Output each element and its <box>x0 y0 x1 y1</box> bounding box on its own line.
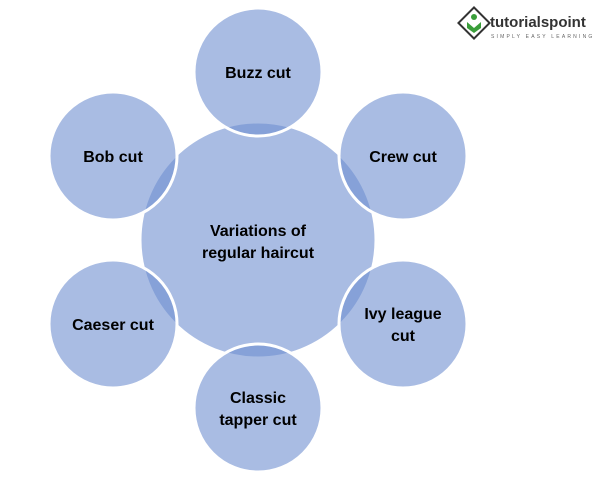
logo-name: tutorialspoint <box>490 14 586 31</box>
node-label: Crew cut <box>369 149 437 166</box>
logo-icon <box>457 6 491 40</box>
node-circle <box>337 258 469 390</box>
node-label: cut <box>391 328 416 345</box>
center-label-line2: regular haircut <box>202 245 315 262</box>
node-circle <box>192 342 324 474</box>
node-circle <box>337 90 469 222</box>
center-label-line1: Variations of <box>210 223 307 240</box>
node-label: Buzz cut <box>225 65 291 82</box>
node-label: tapper cut <box>219 412 297 429</box>
node-circle <box>192 6 324 138</box>
node-circle <box>47 258 179 390</box>
node-label: Ivy league <box>364 306 441 323</box>
node-circle <box>47 90 179 222</box>
node-label: Classic <box>230 390 286 407</box>
logo: tutorialspoint SIMPLY EASY LEARNING <box>457 6 594 40</box>
node-label: Bob cut <box>83 149 143 166</box>
node-label: Caeser cut <box>72 317 154 334</box>
logo-tagline: SIMPLY EASY LEARNING <box>491 34 594 40</box>
